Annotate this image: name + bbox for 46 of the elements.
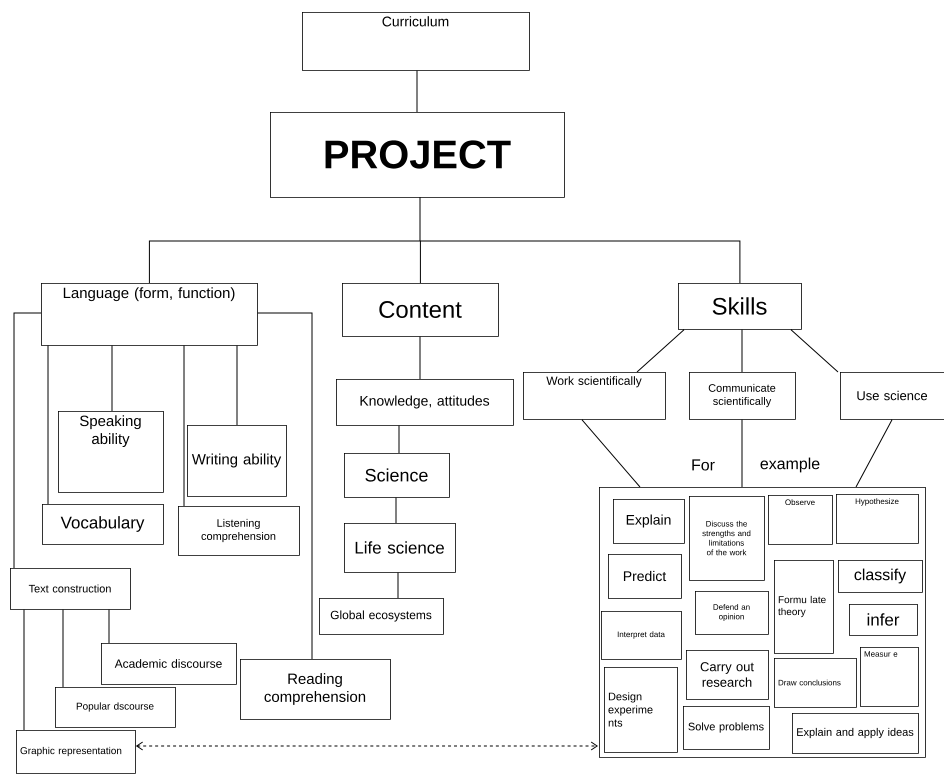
connector-line — [420, 197, 740, 284]
caption-text: example — [760, 458, 820, 472]
concept-box: Vocabulary — [42, 504, 164, 545]
connector-line — [582, 419, 640, 488]
skill-box: infer — [849, 604, 918, 636]
skill-box: Explain and apply ideas — [792, 713, 919, 754]
skill-box: Formu late theory — [774, 560, 834, 654]
connector-line — [416, 70, 418, 112]
concept-box: Communicate scientifically — [689, 372, 796, 420]
connector-line — [790, 329, 838, 372]
skill-box: Explain — [613, 499, 685, 544]
concept-box: Content — [342, 283, 499, 337]
concept-box: Graphic representation — [16, 730, 136, 774]
caption-text: For — [692, 459, 715, 471]
connector-line — [636, 329, 684, 372]
concept-box: Listening comprehension — [178, 506, 300, 556]
connector-line — [62, 609, 64, 688]
concept-box: Global ecosystems — [319, 598, 444, 635]
concept-box: Curriculum — [302, 12, 530, 71]
skill-box: Predict — [608, 554, 682, 599]
skill-box: Design experime nts — [604, 667, 678, 753]
concept-box: Reading comprehension — [240, 659, 391, 720]
concept-box: Use science — [840, 372, 944, 420]
skill-box: classify — [838, 560, 923, 593]
concept-box: Knowledge, attitudes — [336, 379, 514, 426]
connector-line — [236, 345, 238, 426]
concept-box: Speaking ability — [58, 411, 164, 493]
connector-line — [108, 609, 110, 644]
concept-box: Science — [344, 453, 450, 498]
concept-box: Life science — [344, 523, 456, 573]
connector-line — [856, 419, 892, 488]
skill-box: Solve problems — [683, 706, 770, 750]
skill-box: Carry out research — [686, 650, 769, 700]
concept-box: Skills — [678, 283, 802, 330]
concept-box: Language (form, function) — [41, 283, 258, 346]
examples-box — [599, 487, 926, 758]
concept-box: PROJECT — [270, 112, 565, 198]
concept-box: Popular dscourse — [55, 687, 176, 728]
dashed-arrow — [136, 742, 598, 750]
connector-line — [398, 425, 400, 454]
concept-box: Academic discourse — [101, 643, 237, 685]
connector-line — [14, 312, 42, 568]
connector-line — [257, 312, 312, 660]
concept-box: Work scientifically — [523, 372, 666, 420]
concept-box: Writing ability — [187, 425, 287, 497]
concept-box: Text construction — [10, 568, 131, 610]
